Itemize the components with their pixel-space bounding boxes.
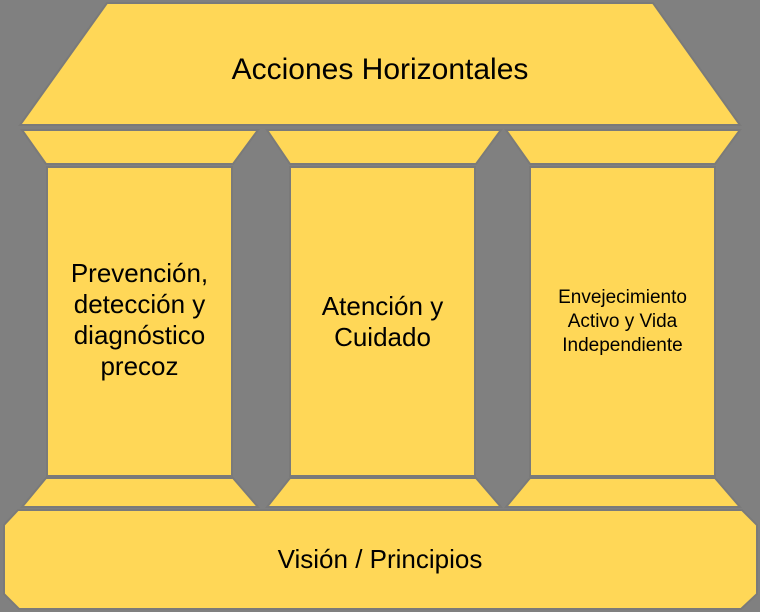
pillar-1-line: precoz [100, 351, 179, 382]
pillar-2-bottom-capital [264, 477, 504, 508]
pillar-1-line: detección y [73, 288, 206, 319]
pillar-1-line: Prevención, [70, 257, 209, 288]
pillar-2-line: Cuidado [334, 322, 431, 352]
pillar-3-label: Envejecimiento Activo y Vida Independien… [530, 282, 715, 362]
roof-shape [18, 1, 742, 126]
pillar-2-label: Atención y Cuidado [290, 282, 475, 362]
base-label: Visión / Principios [277, 544, 483, 575]
pillar-3-top-capital [504, 129, 742, 165]
pillar-1-bottom-capital [19, 477, 261, 508]
pillar-3-line: Activo y Vida [567, 310, 678, 332]
pillar-2-top-capital [265, 129, 503, 165]
pillar-1-shaft [46, 166, 233, 477]
pillar-2-shaft [289, 166, 476, 477]
pillar-3-bottom-capital [503, 477, 743, 508]
pillar-1-label: Prevención, detección y diagnóstico prec… [47, 250, 232, 390]
pillar-3-line: Independiente [562, 335, 683, 357]
pillar-1-line: diagnóstico [73, 320, 206, 350]
base-shape [3, 509, 758, 610]
pillar-3-line: Envejecimiento [558, 286, 687, 308]
pillar-2-line: Atención y [321, 290, 444, 321]
pillar-3-shaft [529, 166, 716, 477]
pillar-1-top-capital [20, 129, 260, 165]
roof-label: Acciones Horizontales [231, 53, 529, 86]
